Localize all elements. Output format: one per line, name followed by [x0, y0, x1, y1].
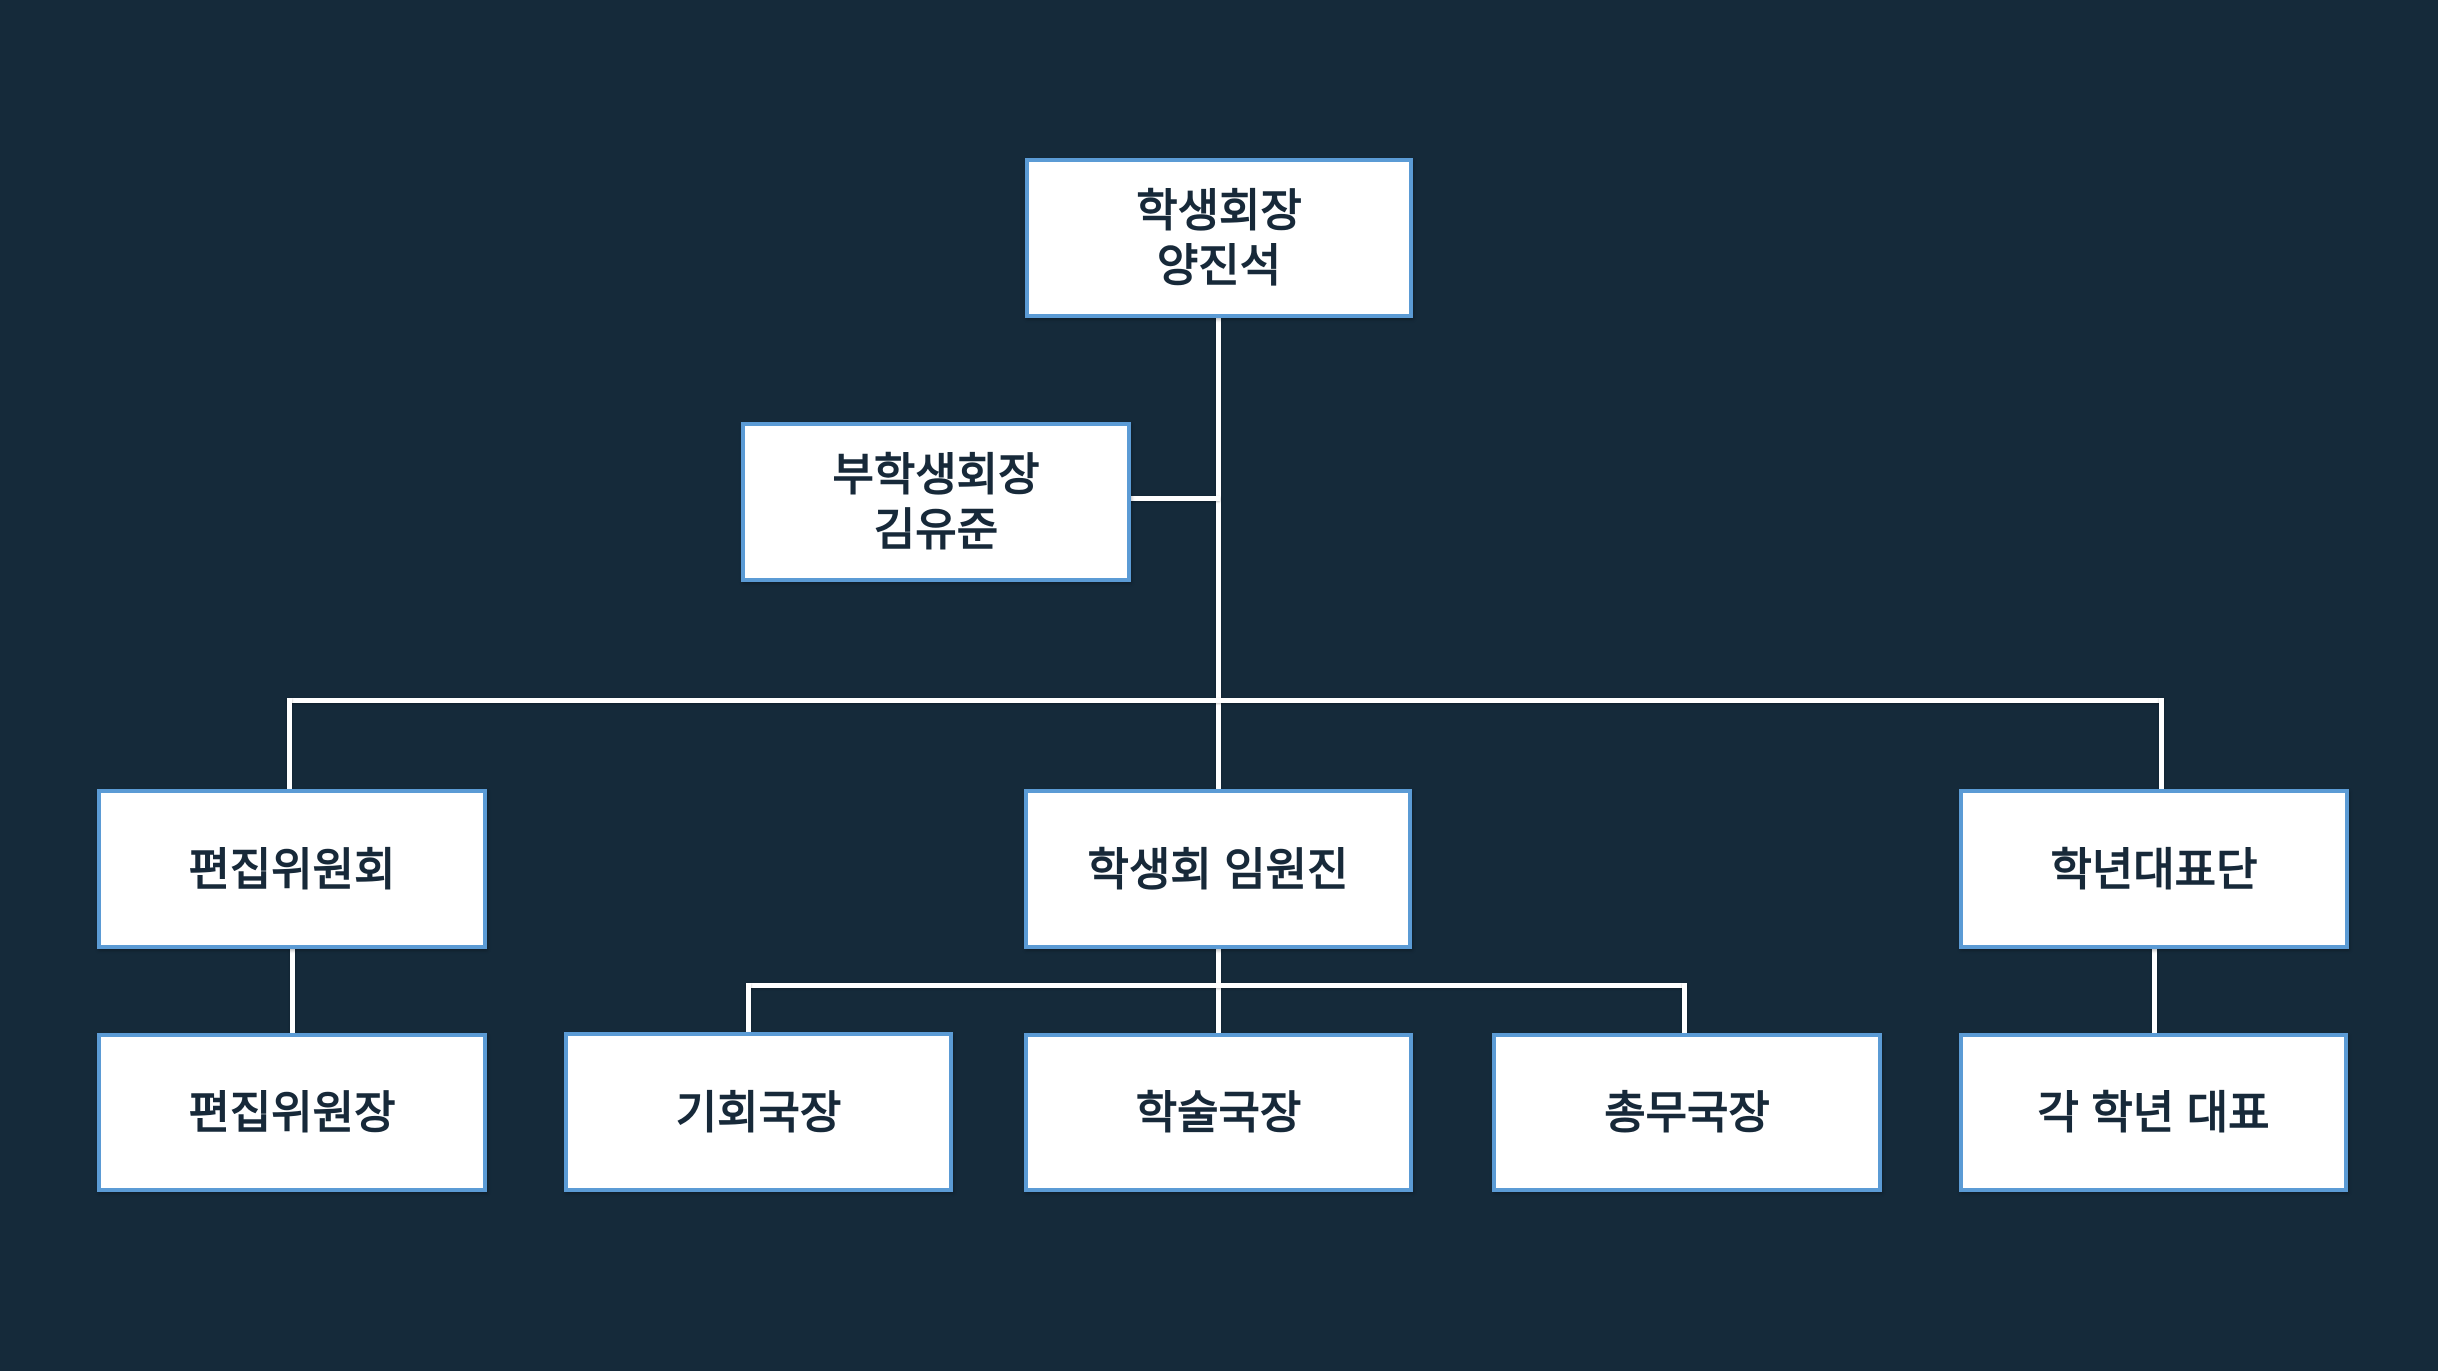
connector-editorial-chair-link: [290, 945, 295, 1037]
connector-president-trunk: [1216, 310, 1221, 796]
node-editorial-chair-label: 편집위원장: [188, 1087, 396, 1138]
node-each-grade-representative: 각 학년 대표: [1959, 1033, 2348, 1192]
node-grade-delegation-label: 학년대표단: [2050, 843, 2258, 895]
node-each-grade-representative-label: 각 학년 대표: [2037, 1087, 2270, 1138]
connector-planning-director-drop: [746, 983, 751, 1036]
connector-level3-distribution: [746, 983, 1687, 988]
node-academic-director: 학술국장: [1024, 1033, 1413, 1192]
connector-each-grade-rep-link: [2152, 945, 2157, 1037]
connector-vice-president-branch: [1128, 496, 1220, 501]
node-grade-delegation: 학년대표단: [1959, 789, 2349, 949]
node-general-affairs-director-label: 총무국장: [1604, 1087, 1770, 1138]
connector-executives-trunk: [1216, 944, 1221, 1037]
connector-grade-delegation-drop: [2159, 698, 2164, 793]
node-vice-president: 부학생회장 김유준: [741, 422, 1131, 582]
node-general-affairs-director: 총무국장: [1492, 1033, 1882, 1192]
node-student-president-name: 양진석: [1156, 240, 1282, 291]
node-vice-president-title: 부학생회장: [832, 449, 1040, 500]
node-editorial-chair: 편집위원장: [97, 1033, 487, 1192]
node-planning-director: 기회국장: [564, 1032, 953, 1192]
connector-level2-distribution: [287, 698, 2164, 703]
node-vice-president-name: 김유준: [873, 504, 999, 555]
node-academic-director-label: 학술국장: [1135, 1087, 1302, 1138]
node-council-executives-label: 학생회 임원진: [1087, 843, 1349, 895]
node-student-president: 학생회장 양진석: [1025, 158, 1413, 318]
node-council-executives: 학생회 임원진: [1024, 789, 1412, 949]
node-editorial-committee-label: 편집위원회: [188, 843, 396, 895]
connector-editorial-committee-drop: [287, 698, 292, 793]
node-planning-director-label: 기회국장: [675, 1086, 842, 1138]
node-student-president-title: 학생회장: [1136, 185, 1302, 236]
connector-general-affairs-drop: [1682, 983, 1687, 1036]
node-editorial-committee: 편집위원회: [97, 789, 487, 949]
